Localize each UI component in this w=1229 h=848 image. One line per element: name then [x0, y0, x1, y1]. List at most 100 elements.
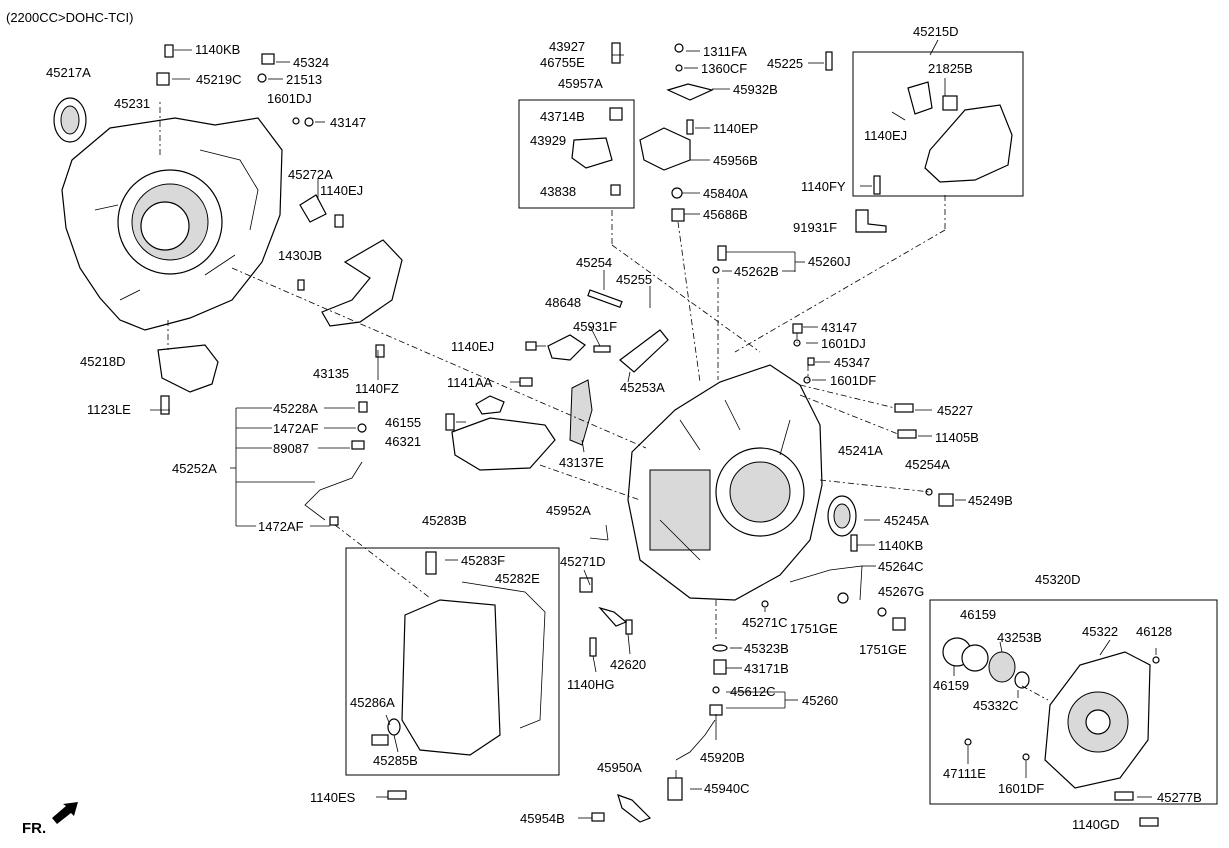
part-label: 1140EJ: [451, 339, 494, 354]
part-label: 45254A: [905, 457, 950, 472]
part-label: 45260: [802, 693, 838, 708]
harness-45920b: [675, 719, 716, 761]
part-label: 43927: [549, 39, 585, 54]
part-label: 45920B: [700, 750, 745, 765]
part-label: 1601DF: [830, 373, 876, 388]
hose-45252a: [304, 461, 363, 521]
part-label: 45231: [114, 96, 150, 111]
oil-seal-45217a: [53, 97, 87, 143]
part-label: 45272A: [288, 167, 333, 182]
part-label: 45931F: [573, 319, 617, 334]
part-label: 45277B: [1157, 790, 1202, 805]
part-label: 1430JB: [278, 248, 322, 263]
oil-pan-45283b: [401, 581, 546, 756]
part-label: 45957A: [558, 76, 603, 91]
part-label: 45219C: [196, 72, 242, 87]
oil-seal-45245a: [827, 495, 857, 537]
part-label: 46128: [1136, 624, 1172, 639]
group-box-45215d: [852, 51, 1024, 197]
part-label: 45245A: [884, 513, 929, 528]
part-label: 45286A: [350, 695, 395, 710]
oil-strainer-46321: [451, 417, 556, 471]
plate-43137e: [569, 379, 593, 446]
part-label: 45950A: [597, 760, 642, 775]
part-label: 21825B: [928, 61, 973, 76]
part-label: 45255: [616, 272, 652, 287]
part-label: 45952A: [546, 503, 591, 518]
part-label: 43171B: [744, 661, 789, 676]
part-label: 45954B: [520, 811, 565, 826]
part-label: 45271C: [742, 615, 788, 630]
part-label: 45271D: [560, 554, 606, 569]
bracket-45954b: [617, 794, 652, 823]
part-labels: 1140KB 45324 45219C 21513 45217A 45231 1…: [46, 24, 1202, 832]
group-box-45283b: [345, 547, 560, 776]
part-label: 45267G: [878, 584, 924, 599]
part-label: 1751GE: [790, 621, 838, 636]
part-label: 1140EP: [713, 121, 758, 136]
part-label: 43147: [821, 320, 857, 335]
o-ring-46159-b: [961, 644, 989, 672]
front-direction-label: FR.: [22, 820, 46, 837]
part-label: 45940C: [704, 781, 750, 796]
part-label: 46155: [385, 415, 421, 430]
part-label: 45932B: [733, 82, 778, 97]
part-label: 45254: [576, 255, 612, 270]
part-label: 91931F: [793, 220, 837, 235]
part-label: 1601DJ: [267, 91, 312, 106]
part-label: 1472AF: [258, 519, 304, 534]
part-label: 45686B: [703, 207, 748, 222]
part-label: 45262B: [734, 264, 779, 279]
part-label: 45840A: [703, 186, 748, 201]
part-label: 45241A: [838, 443, 883, 458]
part-label: 1123LE: [87, 402, 131, 417]
converter-housing-45231: [61, 117, 283, 331]
part-label: 46159: [960, 607, 996, 622]
part-label: 45612C: [730, 684, 776, 699]
part-label: 45217A: [46, 65, 91, 80]
part-label: 45227: [937, 403, 973, 418]
part-label: 43929: [530, 133, 566, 148]
part-label: 45322: [1082, 624, 1118, 639]
part-label: 11405B: [935, 430, 979, 445]
part-label: 45283B: [422, 513, 467, 528]
sleeve-45332c: [1014, 671, 1030, 689]
part-label: 42620: [610, 657, 646, 672]
part-label: 1140FY: [801, 179, 846, 194]
part-label: 43147: [330, 115, 366, 130]
part-label: 1472AF: [273, 421, 319, 436]
sensor-45940c: [667, 777, 683, 801]
part-label: 45282E: [495, 571, 540, 586]
part-label: 1360CF: [701, 61, 747, 76]
part-label: 46755E: [540, 55, 585, 70]
part-label: 1140GD: [1072, 817, 1119, 832]
part-label: 43253B: [997, 630, 1042, 645]
part-label: 48648: [545, 295, 581, 310]
part-label: 45956B: [713, 153, 758, 168]
part-label: 45264C: [878, 559, 924, 574]
part-label: 43838: [540, 184, 576, 199]
part-label: 89087: [273, 441, 309, 456]
part-label: 1140EJ: [320, 183, 363, 198]
bracket-45218d: [157, 344, 219, 393]
part-label: 1751GE: [859, 642, 907, 657]
shield-43135: [321, 239, 403, 327]
part-label: 45249B: [968, 493, 1013, 508]
part-label: 45252A: [172, 461, 217, 476]
part-label: 46321: [385, 434, 421, 449]
leader-lines: [150, 39, 1159, 826]
group-box-45320d: [929, 599, 1218, 805]
part-label: 1140KB: [195, 42, 240, 57]
part-label: 45324: [293, 55, 329, 70]
part-label: 1140EJ: [864, 128, 907, 143]
part-label: 1601DJ: [821, 336, 866, 351]
front-arrow-icon: [52, 802, 78, 824]
part-label: 45320D: [1035, 572, 1081, 587]
part-label: 1140HG: [567, 677, 614, 692]
part-label: 45332C: [973, 698, 1019, 713]
part-label: 45253A: [620, 380, 665, 395]
cover-45322: [1044, 651, 1151, 789]
center-lines: [159, 100, 1049, 701]
part-label: 1140ES: [310, 790, 356, 805]
